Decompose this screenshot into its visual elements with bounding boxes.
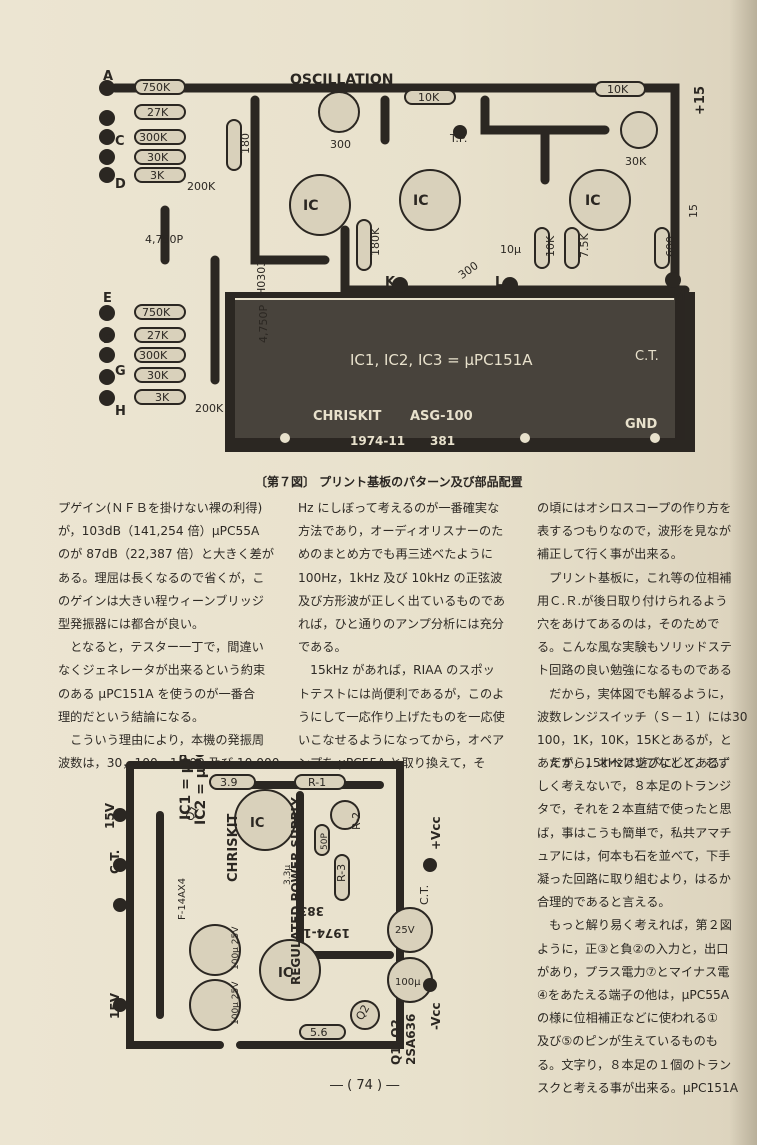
ct-label-left: C.T.: [108, 850, 122, 874]
cap-100u-label: 100μ: [395, 977, 421, 988]
resistor-27k-1: 27K: [147, 106, 169, 119]
pcb-pattern-figure-7: A B C D E F G H OSCILLATION 750K 27K 300…: [99, 69, 708, 452]
resistor-200k-1: 200K: [187, 180, 216, 193]
date-label: 1974-11: [350, 434, 405, 448]
resistor-300k-2: 300K: [139, 349, 168, 362]
cap-10u: 10μ: [500, 243, 521, 256]
resistor-600: 600: [664, 236, 677, 257]
text-column-3-continued: だから，オペアンプなどと，むず しく考えないで，８本足のトランジ タで，それを２…: [537, 756, 739, 1095]
cap-50p: 50P: [320, 833, 330, 850]
diode-part: F-14AX4: [177, 878, 188, 920]
plus-vcc-label: +Vcc: [429, 816, 443, 850]
pad-label-a: A: [103, 69, 113, 84]
board-number: 381: [430, 434, 455, 448]
resistor-7-5k: 7.5K: [578, 233, 591, 258]
pad-label-f: F: [103, 332, 112, 347]
pad-label-c: C: [115, 134, 125, 149]
pad-label-m: M: [673, 289, 686, 304]
resistor-300: 300: [456, 259, 481, 282]
part-h0303: H0303: [255, 260, 268, 296]
ic-equation: IC1, IC2, IC3 = μPC151A: [350, 351, 533, 369]
v15b-label: 15V: [108, 992, 122, 1019]
gnd-label: GND: [625, 417, 658, 432]
ic2-note: IC2 = μPC142A: [193, 755, 209, 825]
text-column-1: プゲイン(ＮＦＢを掛けない裸の利得) が，103dB（141,254 倍）μPC…: [58, 501, 280, 771]
resistor-10k-1: 10K: [418, 91, 440, 104]
testpoint-label: T.P.: [449, 132, 467, 145]
resistor-30k-2: 30K: [147, 369, 169, 382]
brand-label: CHRISKIT: [313, 409, 382, 424]
date-label: 1974-12: [295, 926, 350, 940]
resistor-r3: R-3: [335, 864, 348, 882]
pad-label-k: K: [385, 275, 396, 290]
resistor-r1: R-1: [308, 776, 326, 789]
resistor-10k-3: 10K: [544, 235, 557, 257]
cap-25v-label: 25V: [395, 925, 415, 936]
figure-caption: 〔第７図〕 プリント基板のパターン及び部品配置: [255, 475, 523, 489]
minus-vcc-label: -Vcc: [429, 1002, 443, 1030]
page-number: ― ( 74 ) ―: [330, 1078, 400, 1093]
cap-100u-25v-a: 100μ 25V: [231, 926, 241, 970]
ic2-label: IC: [413, 193, 428, 209]
resistor-r2: R-2: [350, 812, 363, 830]
cap-100u-25v-b: 100μ 25V: [231, 981, 241, 1025]
regulated-power-supply-label: REGULATED POWER SUPPLY: [289, 797, 303, 985]
pad-label-l: L: [495, 275, 503, 290]
ic1-label: IC: [250, 816, 264, 831]
resistor-5-6: 5.6: [310, 1026, 328, 1039]
resistor-750k-2: 750K: [142, 306, 171, 319]
pad-label-g: G: [115, 364, 126, 379]
model-label: ASG-100: [410, 409, 473, 424]
transistor-pair-label: Q1, Q2: [389, 1019, 403, 1065]
cap-4750p-2: 4,750P: [257, 305, 270, 343]
pad-label-d: D: [115, 177, 126, 192]
ic1-note: IC1 = μPC141A: [178, 755, 194, 820]
ct-label: C.T.: [635, 349, 659, 364]
pad-label-b: B: [103, 113, 113, 128]
pad-label-h: H: [115, 404, 126, 419]
resistor-3k-1: 3K: [150, 169, 165, 182]
board-number: 383: [299, 904, 324, 918]
v15-label: 15V: [103, 802, 117, 829]
page-curl-shadow: [729, 0, 757, 1145]
ct-label-right: C.T.: [418, 885, 431, 905]
power-supply-pcb-figure: 3.9 R-1 IC Q1 50P R-2 R-3 3.3μ 25V 100μ …: [103, 755, 443, 1065]
pad-15: 15: [687, 204, 700, 218]
resistor-30k-1: 30K: [147, 151, 169, 164]
resistor-200k-2: 200K: [195, 402, 224, 415]
ic1-label: IC: [303, 198, 318, 214]
resistor-10k-2: 10K: [607, 83, 629, 96]
resistor-180: 180: [239, 133, 252, 154]
trimmer-300: 300: [330, 138, 351, 151]
trimmer-30k: 30K: [625, 155, 647, 168]
resistor-3k-2: 3K: [155, 391, 170, 404]
transistor-type-label: 2SA636: [404, 1014, 418, 1065]
cap-3-3u: 3.3μ: [283, 865, 293, 885]
plus15-label: +15: [693, 86, 708, 115]
ic2-label: IC: [278, 966, 292, 981]
resistor-3-9: 3.9: [220, 776, 238, 789]
ic3-label: IC: [585, 193, 600, 209]
text-column-3: の頃にはオシロスコープの作り方を 表するつもりなので，波形を見なが 補正して行く…: [537, 501, 748, 771]
brand-label: CHRISKIT: [226, 813, 241, 882]
pad-label-e: E: [103, 291, 112, 306]
resistor-300k-1: 300K: [139, 131, 168, 144]
text-column-2: Hz にしぼって考えるのが一番確実な 方法であり，オーディオリスナーのた めのま…: [298, 501, 506, 771]
resistor-27k-2: 27K: [147, 329, 169, 342]
resistor-750k-1: 750K: [142, 81, 171, 94]
resistor-180k: 180K: [369, 227, 382, 256]
cap-4750p-1: 4,750P: [145, 233, 183, 246]
oscillation-label: OSCILLATION: [290, 72, 393, 88]
